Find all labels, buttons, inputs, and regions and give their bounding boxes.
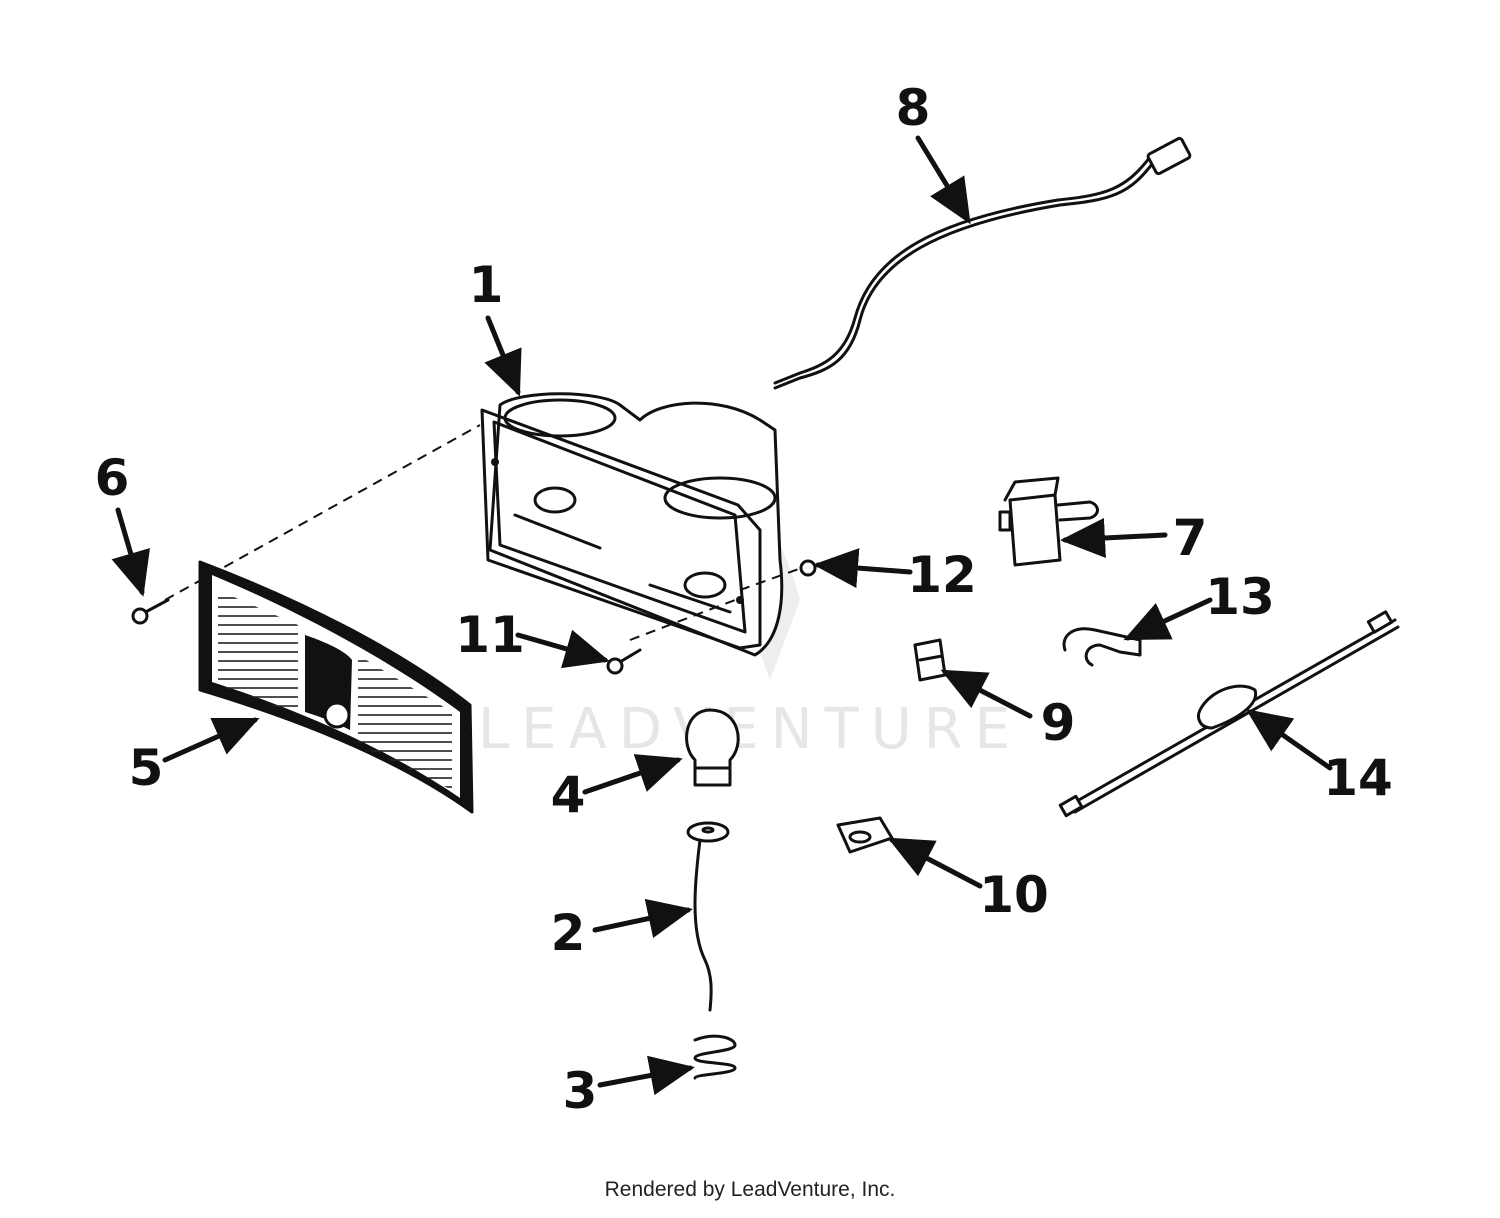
callout-6: 6	[95, 449, 130, 507]
callout-11: 11	[455, 606, 525, 664]
part-11-rivet	[606, 648, 642, 675]
part-4-bulb	[685, 708, 740, 787]
callout-2: 2	[551, 904, 586, 962]
callout-14: 14	[1323, 749, 1393, 807]
callout-labels: 1 2 3 4 5 6 7 8 9 10 11 12 13 14	[95, 79, 1393, 1120]
part-2-socket-lead	[686, 821, 730, 1012]
part-13-clip	[1062, 627, 1142, 667]
callout-7: 7	[1173, 509, 1208, 567]
callout-1: 1	[469, 256, 504, 314]
part-8-wire-lead	[773, 136, 1192, 390]
footer-credit: Rendered by LeadVenture, Inc.	[604, 1178, 896, 1201]
callout-4: 4	[551, 766, 586, 824]
part-6-screw	[131, 598, 170, 625]
watermark-text: LEADVENTURE	[478, 697, 1022, 762]
part-5-lens-grille	[198, 560, 474, 814]
part-1-lamp-housing	[480, 392, 784, 657]
callout-10: 10	[979, 866, 1049, 924]
callout-13: 13	[1205, 568, 1275, 626]
leader-arrows	[111, 135, 1333, 1096]
part-7-switch	[998, 476, 1099, 567]
callout-9: 9	[1041, 694, 1076, 752]
callout-5: 5	[129, 739, 164, 797]
callout-12: 12	[907, 546, 977, 604]
assembly-line	[739, 564, 811, 591]
part-10-terminal	[836, 816, 894, 854]
assembly-line	[164, 424, 481, 601]
callout-3: 3	[563, 1062, 598, 1120]
part-3-spring	[693, 1034, 737, 1080]
part-9-connector-clip	[913, 638, 947, 682]
part-14-fuse-holder	[1058, 610, 1400, 818]
part-12-nut	[799, 559, 817, 577]
callout-8: 8	[896, 79, 931, 137]
assembly-line	[629, 599, 736, 641]
